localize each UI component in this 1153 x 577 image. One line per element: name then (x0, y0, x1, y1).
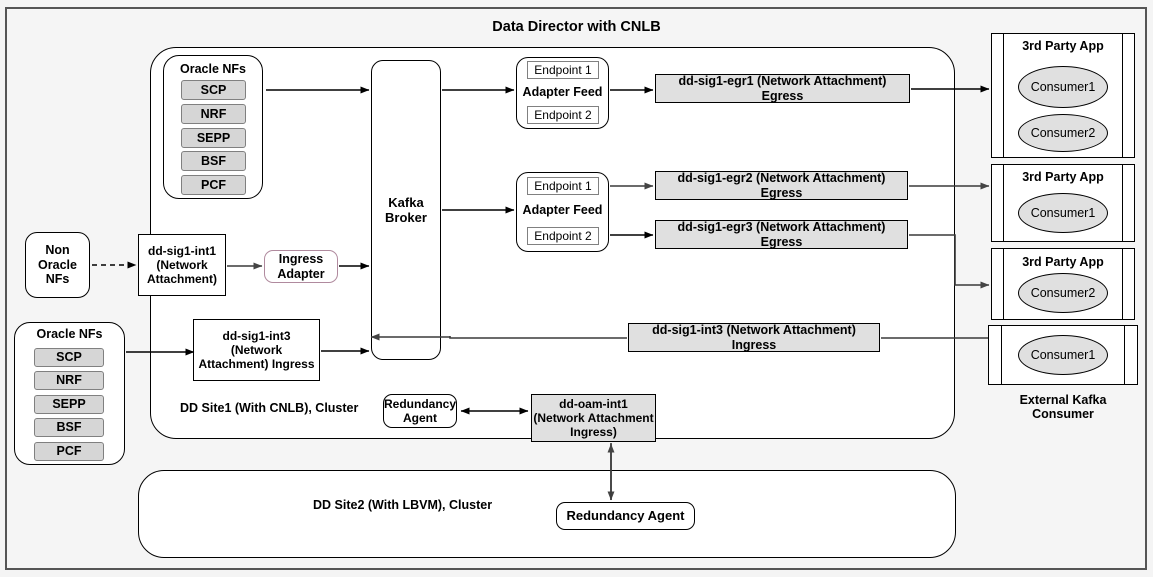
dd-oam-int1-line3: Ingress) (570, 425, 617, 440)
nf-chip-scp-top[interactable]: SCP (181, 80, 246, 100)
dd-sig1-int3-box[interactable]: dd-sig1-int3 (Network Attachment) Ingres… (193, 319, 320, 381)
redundancy-agent-site1-line2: Agent (403, 411, 437, 425)
external-kafka-consumer-inner-frame (1001, 325, 1125, 385)
adapter-feed-1-endpoint-1[interactable]: Endpoint 1 (527, 61, 599, 79)
third-party-app-1-consumer-1[interactable]: Consumer1 (1018, 66, 1108, 108)
kafka-broker-line2: Broker (385, 210, 427, 225)
nf-chip-nrf-bottom[interactable]: NRF (34, 371, 104, 390)
non-oracle-line2: Oracle (38, 257, 77, 272)
third-party-app-1-consumer-2[interactable]: Consumer2 (1018, 114, 1108, 152)
adapter-feed-2-title: Adapter Feed (522, 203, 603, 217)
nf-chip-pcf-bottom[interactable]: PCF (34, 442, 104, 461)
dd-sig1-int3-line3: Attachment) Ingress (198, 357, 315, 372)
oracle-nfs-bottom-title: Oracle NFs (36, 327, 103, 341)
dd-oam-int1-line1: dd-oam-int1 (559, 396, 628, 411)
third-party-app-3-title: 3rd Party App (1022, 255, 1104, 269)
attachment-bar-int3[interactable]: dd-sig1-int3 (Network Attachment) Ingres… (628, 323, 880, 352)
dd-site1-label: DD Site1 (With CNLB), Cluster (180, 401, 359, 415)
attachment-bar-egr1[interactable]: dd-sig1-egr1 (Network Attachment) Egress (655, 74, 910, 103)
ingress-adapter-box[interactable]: Ingress Adapter (264, 250, 338, 283)
ingress-adapter-line1: Ingress (278, 251, 324, 266)
nf-chip-sepp-bottom[interactable]: SEPP (34, 395, 104, 414)
dd-oam-int1-line2: (Network Attachment (533, 410, 654, 425)
ingress-adapter-line2: Adapter (277, 266, 325, 281)
redundancy-agent-site1-box[interactable]: Redundancy Agent (383, 394, 457, 428)
adapter-feed-2-endpoint-1[interactable]: Endpoint 1 (527, 177, 599, 195)
third-party-app-3-consumer-1[interactable]: Consumer2 (1018, 273, 1108, 313)
nf-chip-scp-bottom[interactable]: SCP (34, 348, 104, 367)
dd-sig1-int3-line2: (Network (230, 342, 283, 357)
nf-chip-bsf-bottom[interactable]: BSF (34, 418, 104, 437)
third-party-app-3-inner-frame (1003, 248, 1123, 320)
kafka-broker-box[interactable]: Kafka Broker (371, 60, 441, 360)
non-oracle-line3: NFs (45, 272, 70, 287)
external-kafka-consumer-consumer-1[interactable]: Consumer1 (1018, 335, 1108, 375)
third-party-app-1-inner-frame (1003, 33, 1123, 158)
adapter-feed-1-endpoint-2[interactable]: Endpoint 2 (527, 106, 599, 124)
oracle-nfs-bottom-group (14, 322, 125, 465)
external-kafka-consumer-label: External Kafka Consumer (1019, 393, 1107, 421)
third-party-app-2-consumer-1[interactable]: Consumer1 (1018, 193, 1108, 233)
nf-chip-nrf-top[interactable]: NRF (181, 104, 246, 124)
dd-site2-container (138, 470, 956, 558)
nf-chip-sepp-top[interactable]: SEPP (181, 128, 246, 148)
non-oracle-line1: Non (45, 242, 70, 257)
dd-sig1-int1-line1: dd-sig1-int1 (148, 243, 216, 258)
dd-sig1-int1-line3: Attachment) (146, 272, 217, 287)
redundancy-agent-site2-box[interactable]: Redundancy Agent (556, 502, 695, 530)
dd-oam-int1-box[interactable]: dd-oam-int1 (Network Attachment Ingress) (531, 394, 656, 442)
dd-sig1-int1-box[interactable]: dd-sig1-int1 (Network Attachment) (138, 234, 226, 296)
oracle-nfs-top-title: Oracle NFs (179, 62, 246, 76)
third-party-app-2-title: 3rd Party App (1022, 170, 1104, 184)
page-title: Data Director with CNLB (492, 19, 661, 35)
oracle-nfs-top-group (163, 55, 263, 199)
third-party-app-2-inner-frame (1003, 164, 1123, 242)
dd-site2-label: DD Site2 (With LBVM), Cluster (313, 498, 493, 512)
attachment-bar-egr3[interactable]: dd-sig1-egr3 (Network Attachment) Egress (655, 220, 908, 249)
adapter-feed-2-endpoint-2[interactable]: Endpoint 2 (527, 227, 599, 245)
redundancy-agent-site1-line1: Redundancy (384, 396, 457, 411)
dd-sig1-int1-line2: (Network (156, 257, 208, 272)
attachment-bar-egr2[interactable]: dd-sig1-egr2 (Network Attachment) Egress (655, 171, 908, 200)
nf-chip-pcf-top[interactable]: PCF (181, 175, 246, 195)
non-oracle-nfs-box[interactable]: Non Oracle NFs (25, 232, 90, 298)
dd-sig1-int3-line1: dd-sig1-int3 (222, 328, 291, 343)
adapter-feed-1-title: Adapter Feed (522, 85, 603, 99)
nf-chip-bsf-top[interactable]: BSF (181, 151, 246, 171)
third-party-app-1-title: 3rd Party App (1022, 39, 1104, 53)
kafka-broker-line1: Kafka (388, 194, 424, 210)
